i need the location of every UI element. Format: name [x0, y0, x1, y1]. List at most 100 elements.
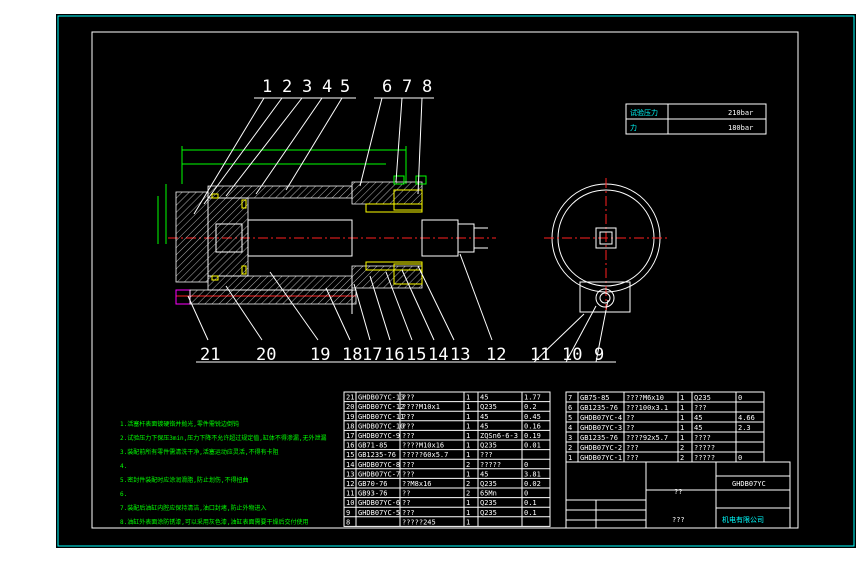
bom-cell: GHDB07YC-1: [580, 454, 622, 462]
bom-cell: 6: [568, 404, 572, 412]
bom-cell: Q235: [694, 394, 711, 402]
bom-cell: ???: [626, 444, 639, 452]
bom-cell: 18: [346, 422, 354, 430]
bom-cell: 45: [694, 424, 702, 432]
bom-cell: 45: [480, 422, 488, 430]
spec-value: 210bar: [728, 109, 753, 117]
bom-cell: GB71-85: [358, 442, 388, 450]
bom-cell: 4.66: [738, 414, 755, 422]
bom-cell: ??: [402, 499, 410, 507]
bom-cell: 45: [480, 394, 488, 402]
spec-label: 力: [630, 123, 637, 132]
bom-cell: 0.2: [524, 403, 537, 411]
bom-cell: GHDB07YC-12: [358, 403, 404, 411]
bom-cell: 1: [466, 403, 470, 411]
balloon: 21: [200, 345, 220, 365]
bom-cell: Q235: [480, 442, 497, 450]
spec-table: 试验压力 210bar 力 180bar: [625, 103, 767, 135]
company-name: 机电有限公司: [722, 515, 764, 524]
bom-cell: 0: [524, 490, 528, 498]
rod-end: [457, 223, 475, 253]
bom-cell: GHDB07YC-10: [358, 422, 404, 430]
bom-cell: 0.02: [524, 480, 541, 488]
bom-cell: GHDB07YC-3: [580, 424, 622, 432]
bom-cell: GHDB07YC-11: [358, 413, 404, 421]
bom-cell: ??: [626, 414, 634, 422]
outer-border: [57, 15, 855, 547]
bom-cell: GB70-76: [358, 480, 388, 488]
bom-cell: 1: [680, 424, 684, 432]
bom-cell: ???: [626, 454, 639, 462]
balloon: 20: [256, 345, 276, 365]
bom-cell: ??: [626, 424, 634, 432]
bom-cell: ???: [402, 394, 415, 402]
balloon: 8: [422, 77, 432, 97]
bom-cell: GHDB07YC-5: [358, 509, 400, 517]
note-line: 8.油缸外表面涂防锈漆,可以采用灰色漆,油缸表面需要干燥后交付使用: [120, 518, 308, 526]
bom-cell: 0.45: [524, 413, 541, 421]
bom-cell: Q235: [480, 499, 497, 507]
balloon: 18: [342, 345, 362, 365]
balloons-top: 1 2 3 4 5 6 7 8: [262, 77, 432, 97]
bom-cell: 0.16: [524, 422, 541, 430]
bom-cell: 1.77: [524, 394, 541, 402]
bom-cell: 1: [466, 470, 470, 478]
clamp-block: [579, 281, 631, 313]
bom-cell: ???: [402, 413, 415, 421]
balloon: 19: [310, 345, 330, 365]
end-view: [544, 178, 668, 313]
bom-cell: 2: [568, 444, 572, 452]
bom-cell: 3.81: [524, 470, 541, 478]
subtitle: ???: [672, 516, 685, 524]
bom-cell: 1: [680, 404, 684, 412]
bom-cell: ??M8x16: [402, 480, 432, 488]
bom-cell: ZQSn6-6-3: [480, 432, 518, 440]
technical-notes: 1.活塞杆表面镀硬铬并抛光,零件需锐边倒钝2.试验压力下保压3min,压力下降不…: [120, 420, 327, 526]
balloon: 3: [302, 77, 312, 97]
square-bore: [595, 227, 617, 249]
bom-cell: ???: [402, 509, 415, 517]
bom-cell: GB75-85: [580, 394, 610, 402]
balloon: 15: [406, 345, 426, 365]
note-line: 5.密封件装配时应涂润滑脂,防止划伤,不得扭曲: [120, 476, 248, 484]
title-block: ?? GHDB07YC ??? 机电有限公司: [565, 461, 791, 529]
bom-cell: 20: [346, 403, 354, 411]
bom-cell: ???: [694, 404, 707, 412]
spec-value: 180bar: [728, 124, 753, 132]
bom-cell: 1: [680, 414, 684, 422]
bom-cell: 2: [680, 444, 684, 452]
balloon: 16: [384, 345, 404, 365]
bom-cell: 0: [524, 461, 528, 469]
cylinder-section-view: [157, 146, 496, 314]
bom-cell: 1: [466, 499, 470, 507]
bom-cell: GB93-76: [358, 490, 388, 498]
balloon: 13: [450, 345, 470, 365]
bom-cell: 19: [346, 413, 354, 421]
balloon: 10: [562, 345, 582, 365]
bom-cell: 45: [480, 413, 488, 421]
bom-cell: 21: [346, 394, 354, 402]
balloon: 4: [322, 77, 332, 97]
clamp-bolt: [595, 288, 615, 308]
bom-cell: ????92x5.7: [626, 434, 668, 442]
bom-cell: 0.19: [524, 432, 541, 440]
bom-cell: 9: [346, 509, 350, 517]
bom-cell: ????M6x10: [626, 394, 664, 402]
bom-cell: Q235: [480, 403, 497, 411]
bom-cell: 1: [568, 454, 572, 462]
piston-rod-inner: [247, 219, 353, 257]
bom-cell: 1: [466, 509, 470, 517]
note-line: 1.活塞杆表面镀硬铬并抛光,零件需锐边倒钝: [120, 420, 239, 428]
bom-cell: 8: [346, 518, 350, 526]
balloon: 6: [382, 77, 392, 97]
bom-cell: 11: [346, 490, 354, 498]
spec-label: 试验压力: [630, 108, 658, 117]
bom-cell: 4: [568, 424, 572, 432]
balloon: 14: [428, 345, 448, 365]
bom-cell: 15: [346, 451, 354, 459]
inner-border: [91, 31, 799, 529]
bom-cell: GHDB07YC-2: [580, 444, 622, 452]
bom-cell: ???: [402, 461, 415, 469]
bom-cell: GHDB07YC-9: [358, 432, 400, 440]
